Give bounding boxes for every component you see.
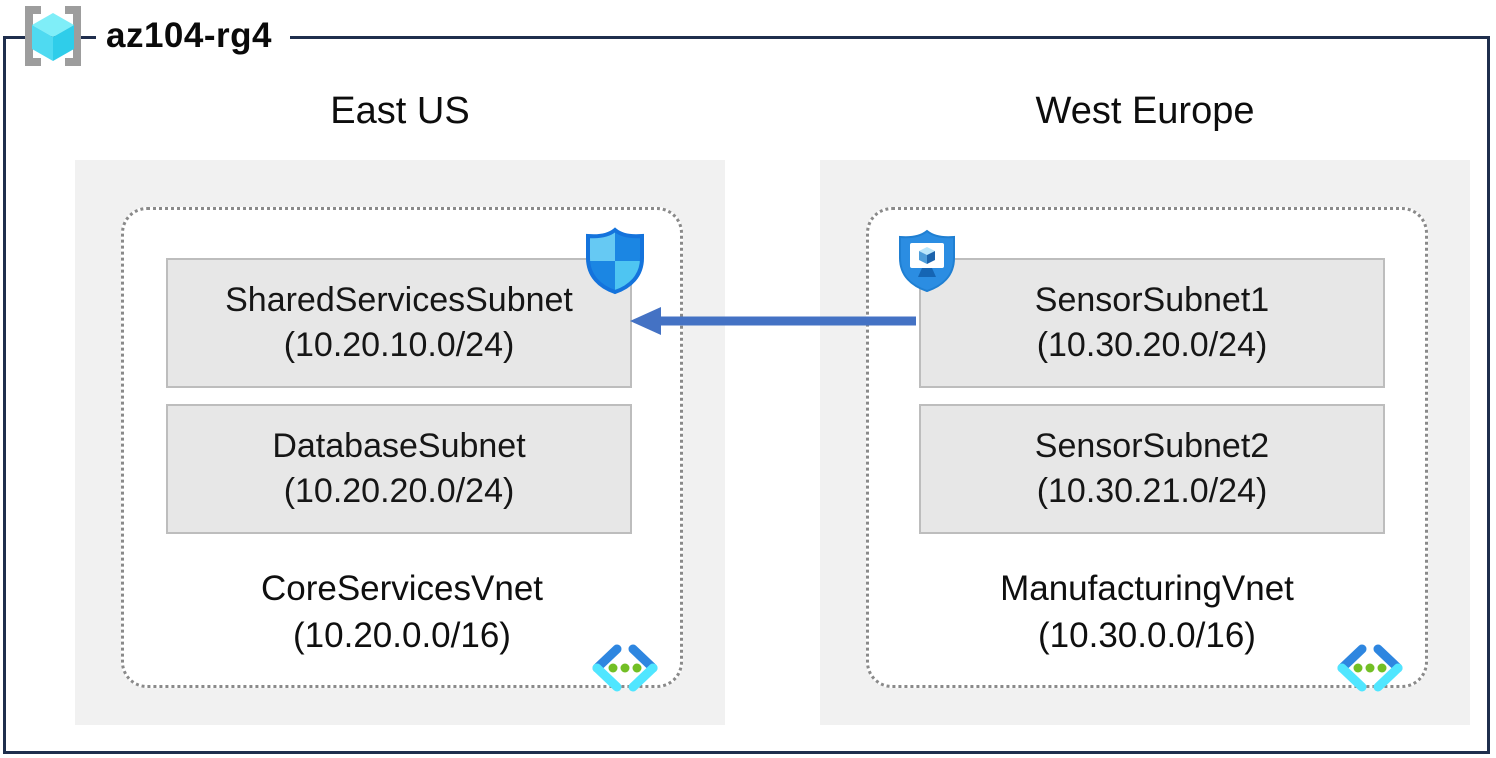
subnet-name: SensorSubnet1 xyxy=(1034,281,1270,319)
subnet-name: SensorSubnet2 xyxy=(1034,427,1270,465)
subnet-sensor1: SensorSubnet1 (10.30.20.0/24) xyxy=(919,258,1385,388)
subnet-cidr: (10.20.10.0/24) xyxy=(283,326,515,364)
virtual-network-icon xyxy=(1337,644,1403,692)
virtual-network-icon xyxy=(592,644,658,692)
subnet-name: DatabaseSubnet xyxy=(272,427,526,465)
peering-arrow xyxy=(630,307,916,335)
subnet-cidr: (10.30.20.0/24) xyxy=(1036,326,1268,364)
vnet-cidr: (10.30.0.0/16) xyxy=(1038,616,1256,655)
vnet-cidr: (10.20.0.0/16) xyxy=(293,616,511,655)
region-title-west-europe: West Europe xyxy=(1035,90,1255,132)
subnet-sensor2: SensorSubnet2 (10.30.21.0/24) xyxy=(919,404,1385,534)
vnet-name: CoreServicesVnet xyxy=(260,569,544,608)
resource-group-icon xyxy=(25,6,81,66)
application-security-group-shield-icon xyxy=(899,229,955,293)
resource-group-boundary xyxy=(3,36,1490,754)
resource-group-title: az104-rg4 xyxy=(96,14,290,58)
vnet-label: CoreServicesVnet (10.20.0.0/16) xyxy=(124,565,680,659)
subnet-cidr: (10.30.21.0/24) xyxy=(1036,472,1268,510)
subnet-database: DatabaseSubnet (10.20.20.0/24) xyxy=(166,404,632,534)
network-security-group-shield-icon xyxy=(586,227,644,295)
subnet-cidr: (10.20.20.0/24) xyxy=(283,472,515,510)
vnet-manufacturing: SensorSubnet1 (10.30.20.0/24) SensorSubn… xyxy=(866,207,1428,692)
subnet-sharedservices: SharedServicesSubnet (10.20.10.0/24) xyxy=(166,258,632,388)
vnet-name: ManufacturingVnet xyxy=(1000,569,1294,608)
subnet-name: SharedServicesSubnet xyxy=(225,281,573,319)
vnet-label: ManufacturingVnet (10.30.0.0/16) xyxy=(869,565,1425,659)
region-title-east-us: East US xyxy=(330,90,470,132)
vnet-coreservices: SharedServicesSubnet (10.20.10.0/24) Dat… xyxy=(121,207,683,692)
